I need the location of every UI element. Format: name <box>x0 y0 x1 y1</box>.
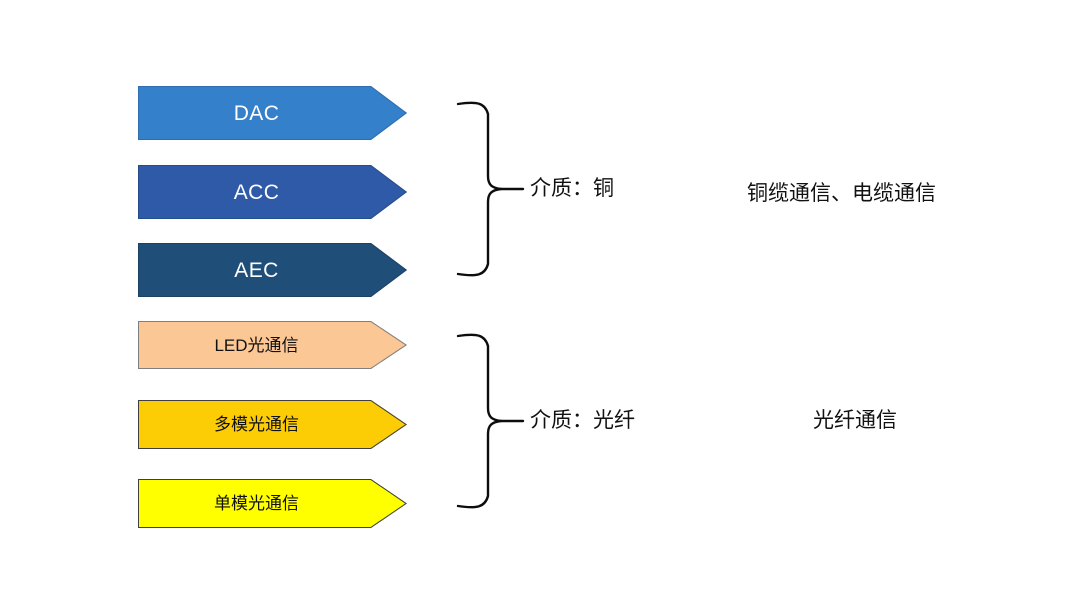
arrow-aec[interactable]: AEC <box>138 243 407 297</box>
arrow-dac[interactable]: DAC <box>138 86 407 140</box>
arrow-multimode-optical[interactable]: 多模光通信 <box>138 400 407 449</box>
arrow-dac-label: DAC <box>233 101 280 125</box>
arrow-singlemode-optical-label: 单模光通信 <box>214 494 299 513</box>
arrow-acc-label: ACC <box>233 180 280 204</box>
arrow-multimode-optical-label: 多模光通信 <box>214 415 299 434</box>
arrow-singlemode-optical[interactable]: 单模光通信 <box>138 479 407 528</box>
arrow-acc[interactable]: ACC <box>138 165 407 219</box>
outcome-label-copper: 铜缆通信、电缆通信 <box>747 182 936 205</box>
arrow-aec-label: AEC <box>234 258 279 282</box>
arrow-led-optical-label: LED光通信 <box>214 335 299 355</box>
brace-copper <box>456 101 525 277</box>
arrow-led-optical[interactable]: LED光通信 <box>138 321 407 369</box>
outcome-label-fiber: 光纤通信 <box>813 409 897 432</box>
brace-label-fiber: 介质：光纤 <box>530 409 635 432</box>
brace-fiber <box>456 333 525 509</box>
brace-label-copper: 介质：铜 <box>530 177 614 200</box>
